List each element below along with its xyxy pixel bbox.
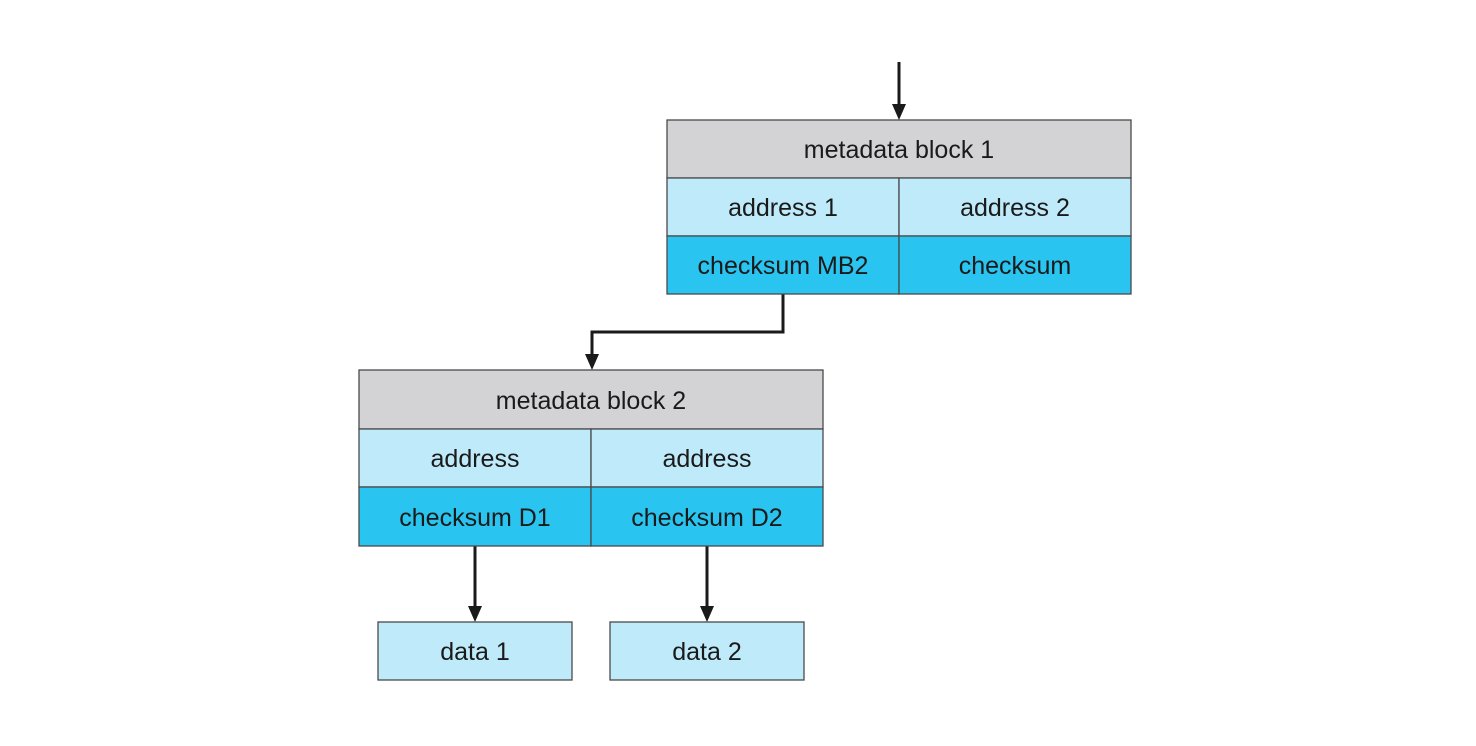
mb1-address-right-cell	[898, 177, 1132, 237]
mb2-address-right: address	[663, 445, 752, 473]
mb1-header-cell	[666, 119, 1132, 179]
metadata-block-2: metadata block 2 address address checksu…	[358, 369, 824, 547]
mb2-checksum-left-cell	[358, 486, 592, 547]
metadata-block-1: metadata block 1 address 1 address 2 che…	[666, 119, 1132, 295]
mb1-address-left-cell	[666, 177, 900, 237]
arrows	[468, 62, 906, 622]
mb2-address-left: address	[431, 445, 520, 473]
data-1-cell	[377, 621, 573, 681]
data-2-cell	[609, 621, 805, 681]
mb2-address-left-cell	[358, 428, 592, 488]
mb1-address-left: address 1	[728, 194, 838, 222]
arrow-mb1-to-mb2	[585, 294, 785, 370]
mb2-checksum-right-cell	[590, 486, 824, 547]
mb1-address-right: address 2	[960, 194, 1070, 222]
mb2-address-right-cell	[590, 428, 824, 488]
arrow-mb2-to-data-1	[468, 546, 482, 622]
mb2-checksum-right: checksum D2	[631, 504, 782, 532]
data-block-2: data 2	[609, 621, 805, 681]
arrow-into-metadata-block-1	[892, 62, 906, 120]
mb1-checksum-right: checksum	[959, 252, 1072, 280]
mb2-title: metadata block 2	[496, 387, 686, 415]
data-1-label: data 1	[440, 638, 510, 666]
mb2-header-cell	[358, 369, 824, 430]
mb1-checksum-right-cell	[898, 235, 1132, 295]
data-2-label: data 2	[672, 638, 742, 666]
arrow-mb2-to-data-2	[700, 546, 714, 622]
mb1-title: metadata block 1	[804, 136, 994, 164]
mb1-checksum-left: checksum MB2	[698, 252, 869, 280]
mb2-checksum-left: checksum D1	[399, 504, 550, 532]
data-block-1: data 1	[377, 621, 573, 681]
